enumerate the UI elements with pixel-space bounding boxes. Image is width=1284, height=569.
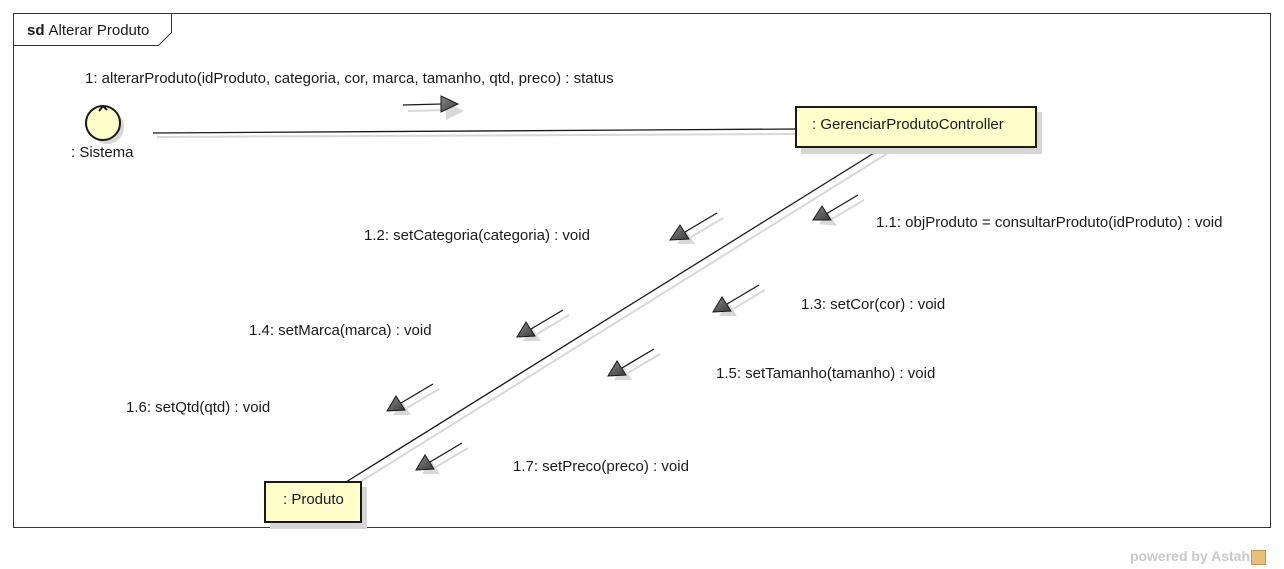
message-1-1-label: 1.1: objProduto = consultarProduto(idPro… [876,214,1223,231]
actor-label: : Sistema [71,144,134,161]
message-arrow-1-7 [415,442,469,474]
message-1-7-label: 1.7: setPreco(preco) : void [513,458,689,475]
powered-by-footer: powered by Astah [1130,547,1266,565]
link-controller-produto [345,147,883,483]
actor-arrow-tick [98,105,108,112]
footer-text: powered by Astah [1129,548,1250,564]
message-arrow-1-3 [712,284,766,316]
message-1-3-label: 1.3: setCor(cor) : void [801,296,946,313]
produto-label: : Produto [283,491,344,508]
link-sistema-controller [152,128,798,134]
message-1-4-label: 1.4: setMarca(marca) : void [249,322,432,339]
message-arrow-1-4 [516,309,570,341]
controller-label: : GerenciarProdutoController [812,116,1004,133]
produto-object[interactable] [264,481,362,523]
diagram-frame [13,13,1271,528]
actor-icon[interactable] [85,105,121,141]
message-arrow-1-6 [386,383,440,415]
frame-title-tab [13,13,172,46]
message-arrow-1-2 [669,212,724,244]
controller-object[interactable] [795,106,1037,148]
astah-logo-icon [1251,549,1266,565]
frame-keyword: sd [27,22,45,39]
link-shadow-sistema-controller [156,133,801,138]
message-arrow-1 [402,95,464,120]
message-1-5-label: 1.5: setTamanho(tamanho) : void [716,365,936,382]
message-1-6-label: 1.6: setQtd(qtd) : void [126,399,271,416]
frame-name: Alterar Produto [48,22,150,39]
message-arrow-1-5 [607,348,661,380]
message-arrow-1-1 [812,194,865,226]
message-1-label: 1: alterarProduto(idProduto, categoria, … [85,70,614,87]
message-1-2-label: 1.2: setCategoria(categoria) : void [364,227,590,244]
link-shadow-controller-produto [351,152,889,488]
